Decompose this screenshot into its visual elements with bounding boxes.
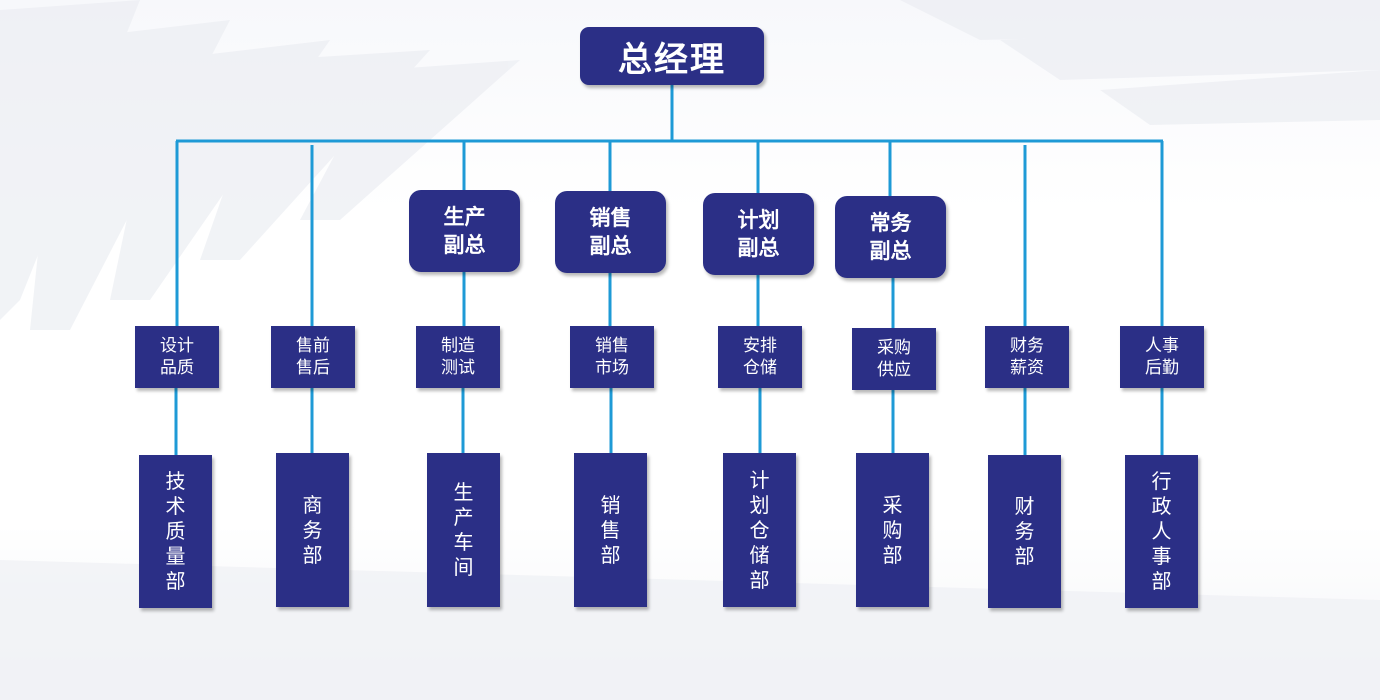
department-label: 财务部 — [1014, 494, 1035, 568]
function-node-design-quality: 设计品质 — [135, 326, 219, 388]
vp-label-routine: 常务副总 — [869, 211, 912, 263]
function-node-presales-aftersales: 售前售后 — [271, 326, 355, 388]
function-label: 财务薪资 — [1009, 336, 1044, 378]
function-label: 采购供应 — [876, 338, 911, 380]
function-node-finance-payroll: 财务薪资 — [985, 326, 1069, 388]
department-node-procurement: 采购部 — [856, 453, 929, 607]
vp-node-routine: 常务副总 — [835, 196, 946, 278]
function-label: 人事后勤 — [1144, 336, 1179, 378]
department-label: 技术质量部 — [165, 469, 186, 593]
department-label: 生产车间 — [453, 480, 474, 579]
vp-label-sales: 销售副总 — [589, 206, 632, 258]
department-node-commerce: 商务部 — [276, 453, 349, 607]
general-manager-node: 总经理 — [580, 27, 764, 85]
department-label: 行政人事部 — [1151, 469, 1172, 593]
function-label: 销售市场 — [594, 336, 629, 378]
general-manager-label: 总经理 — [618, 39, 726, 80]
function-label: 制造测试 — [440, 336, 475, 378]
department-node-planning-warehouse: 计划仓储部 — [723, 453, 796, 607]
vp-node-production: 生产副总 — [409, 190, 520, 272]
function-label: 安排仓储 — [742, 336, 777, 378]
function-node-sales-market: 销售市场 — [570, 326, 654, 388]
department-node-production-workshop: 生产车间 — [427, 453, 500, 607]
department-label: 采购部 — [882, 492, 903, 567]
function-node-manufacturing-testing: 制造测试 — [416, 326, 500, 388]
vp-node-planning: 计划副总 — [703, 193, 814, 275]
department-node-sales: 销售部 — [574, 453, 647, 607]
department-label: 计划仓储部 — [749, 467, 770, 592]
function-node-procurement-supply: 采购供应 — [852, 328, 936, 390]
vp-label-planning: 计划副总 — [737, 208, 780, 260]
department-label: 销售部 — [600, 492, 621, 567]
vp-label-production: 生产副总 — [443, 205, 486, 257]
department-node-admin-hr: 行政人事部 — [1125, 455, 1198, 608]
function-node-scheduling-warehousing: 安排仓储 — [718, 326, 802, 388]
function-node-hr-logistics: 人事后勤 — [1120, 326, 1204, 388]
department-label: 商务部 — [302, 492, 323, 567]
function-label: 售前售后 — [295, 336, 330, 378]
vp-node-sales: 销售副总 — [555, 191, 666, 273]
department-node-finance: 财务部 — [988, 455, 1061, 608]
department-node-tech-quality: 技术质量部 — [139, 455, 212, 608]
function-label: 设计品质 — [159, 336, 194, 378]
